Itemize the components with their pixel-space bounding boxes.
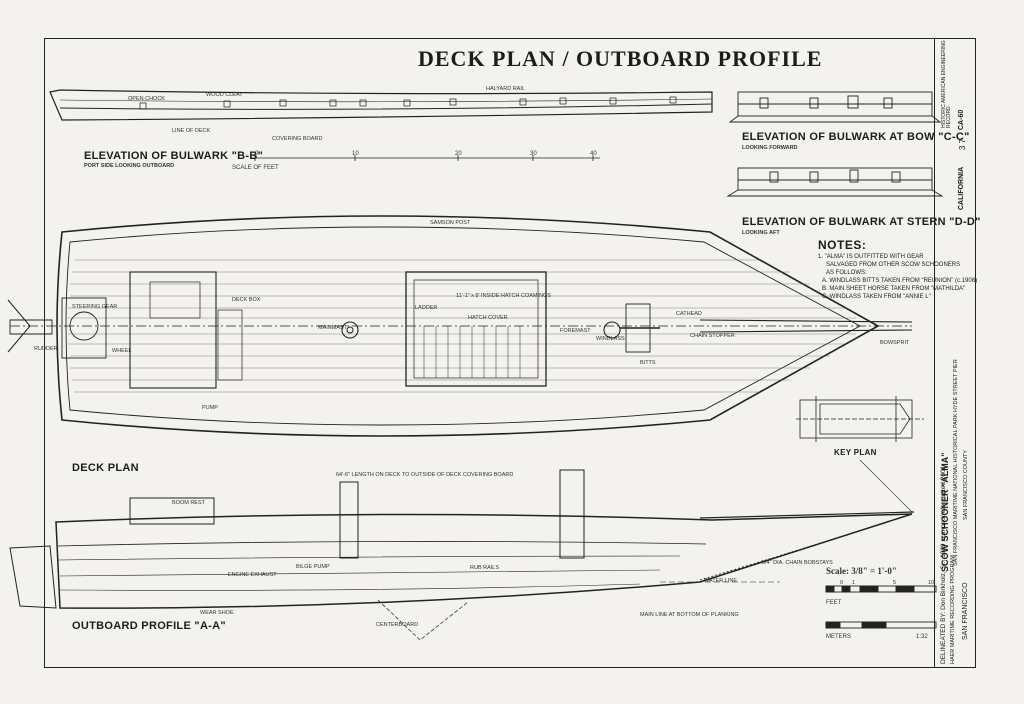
bulwark-bb-elevation bbox=[49, 89, 713, 121]
bulwark-cc-elevation bbox=[728, 91, 942, 123]
bulwark-cc-sublabel: LOOKING FORWARD bbox=[742, 145, 798, 151]
annotation-wood-cleat: WOOD CLEAT bbox=[206, 92, 243, 98]
scale-feet-tick-1: 10 bbox=[352, 151, 359, 157]
main-scale-label: Scale: 3/8" = 1'-0" bbox=[826, 566, 897, 576]
title-block bbox=[934, 38, 976, 668]
annotation-steering-gear: STEERING GEAR bbox=[72, 304, 118, 310]
annotation-boom-rest: BOOM REST bbox=[172, 500, 206, 506]
annotation-halyard-rail: HALYARD RAIL bbox=[486, 86, 525, 92]
annotation-mainmast: MAINMAST bbox=[318, 325, 348, 331]
deck-plan-label: DECK PLAN bbox=[72, 462, 139, 474]
annotation-water-line: WATER LINE bbox=[704, 578, 738, 584]
annotation-bobstays: 3/4" DIA. CHAIN BOBSTAYS bbox=[762, 560, 833, 566]
main-scale-ratio: 1:32 bbox=[916, 634, 928, 640]
annotation-main-line: MAIN LINE AT BOTTOM OF PLANKING bbox=[640, 612, 739, 618]
scale-feet-tick-4: 40 bbox=[590, 151, 597, 157]
outboard-profile bbox=[9, 459, 915, 641]
main-scale-tick: 10 bbox=[928, 580, 935, 586]
main-scale-tick: 5 bbox=[893, 580, 897, 586]
annotation-engine-exhaust: ENGINE EXHAUST bbox=[228, 572, 277, 578]
annotation-open-chock: OPEN CHOCK bbox=[128, 96, 165, 102]
annotation-chain-stopper: CHAIN STOPPER bbox=[690, 333, 735, 339]
key-plan-label: KEY PLAN bbox=[834, 448, 877, 457]
drawing-border bbox=[44, 38, 976, 668]
annotation-pump: PUMP bbox=[202, 405, 218, 411]
note-line: A. WINDLASS BITTS TAKEN FROM "REUNION" (… bbox=[822, 278, 978, 284]
annotation-bowsprit: BOWSPRIT bbox=[880, 340, 910, 346]
scale-feet-tick-0: 0 bbox=[255, 151, 259, 157]
main-scale-feet: FEET bbox=[826, 600, 842, 606]
drawing-title: DECK PLAN / OUTBOARD PROFILE bbox=[418, 46, 823, 71]
main-scale-meters: METERS bbox=[826, 634, 852, 640]
bulwark-dd-elevation bbox=[726, 167, 944, 197]
scale-feet-tick-3: 30 bbox=[530, 151, 537, 157]
annotation-centerboard: CENTERBOARD bbox=[376, 622, 419, 628]
annotation-length-note: 64'-6" LENGTH ON DECK TO OUTSIDE OF DECK… bbox=[336, 472, 514, 478]
key-plan bbox=[796, 396, 924, 442]
deck-plan-hull bbox=[7, 215, 913, 437]
annotation-deck-box: DECK BOX bbox=[232, 297, 261, 303]
annotation-bilge-pump: BILGE PUMP bbox=[296, 564, 330, 570]
main-scale-bars bbox=[825, 585, 937, 629]
bulwark-cc-label: ELEVATION OF BULWARK AT BOW "C-C" bbox=[742, 131, 970, 143]
annotation-rub-rails: RUB RAILS bbox=[470, 565, 500, 571]
scale-feet-tick-2: 20 bbox=[455, 151, 462, 157]
note-line: C. WINDLASS TAKEN FROM "ANNIE L" bbox=[822, 294, 931, 300]
note-line: B. MAIN SHEET HORSE TAKEN FROM "MATHILDA… bbox=[822, 286, 966, 292]
bulwark-dd-label: ELEVATION OF BULWARK AT STERN "D-D" bbox=[742, 216, 981, 228]
annotation-cathead: CATHEAD bbox=[676, 311, 702, 317]
note-line: SALVAGED FROM OTHER SCOW SCHOONERS bbox=[826, 262, 961, 268]
scale-of-feet-bar bbox=[254, 155, 600, 161]
bulwark-dd-sublabel: LOOKING AFT bbox=[742, 230, 780, 236]
annotation-covering-board: COVERING BOARD bbox=[272, 136, 323, 142]
notes-heading: NOTES: bbox=[818, 238, 867, 252]
annotation-windlass: WINDLASS bbox=[596, 336, 625, 342]
outboard-profile-label: OUTBOARD PROFILE "A-A" bbox=[72, 620, 226, 632]
bulwark-bb-sublabel: PORT SIDE LOOKING OUTBOARD bbox=[84, 163, 175, 169]
main-scale-tick: 1 bbox=[852, 580, 856, 586]
annotation-line-of-deck: LINE OF DECK bbox=[172, 128, 211, 134]
annotation-wear-shoe: WEAR SHOE bbox=[200, 610, 234, 616]
annotation-wheel: WHEEL bbox=[112, 348, 132, 354]
annotation-rudder: RUDDER bbox=[34, 346, 58, 352]
note-line: 1. "ALMA" IS OUTFITTED WITH GEAR bbox=[818, 254, 924, 260]
bulwark-bb-label: ELEVATION OF BULWARK "B-B" bbox=[84, 150, 264, 162]
main-scale-tick: 0 bbox=[840, 580, 844, 586]
annotation-samson-post: SAMSON POST bbox=[430, 220, 471, 226]
annotation-bitts: BITTS bbox=[640, 360, 656, 366]
note-line: AS FOLLOWS: bbox=[826, 270, 867, 276]
scale-of-feet-label: SCALE OF FEET bbox=[232, 165, 279, 171]
annotation-foremast: FOREMAST bbox=[560, 328, 591, 334]
